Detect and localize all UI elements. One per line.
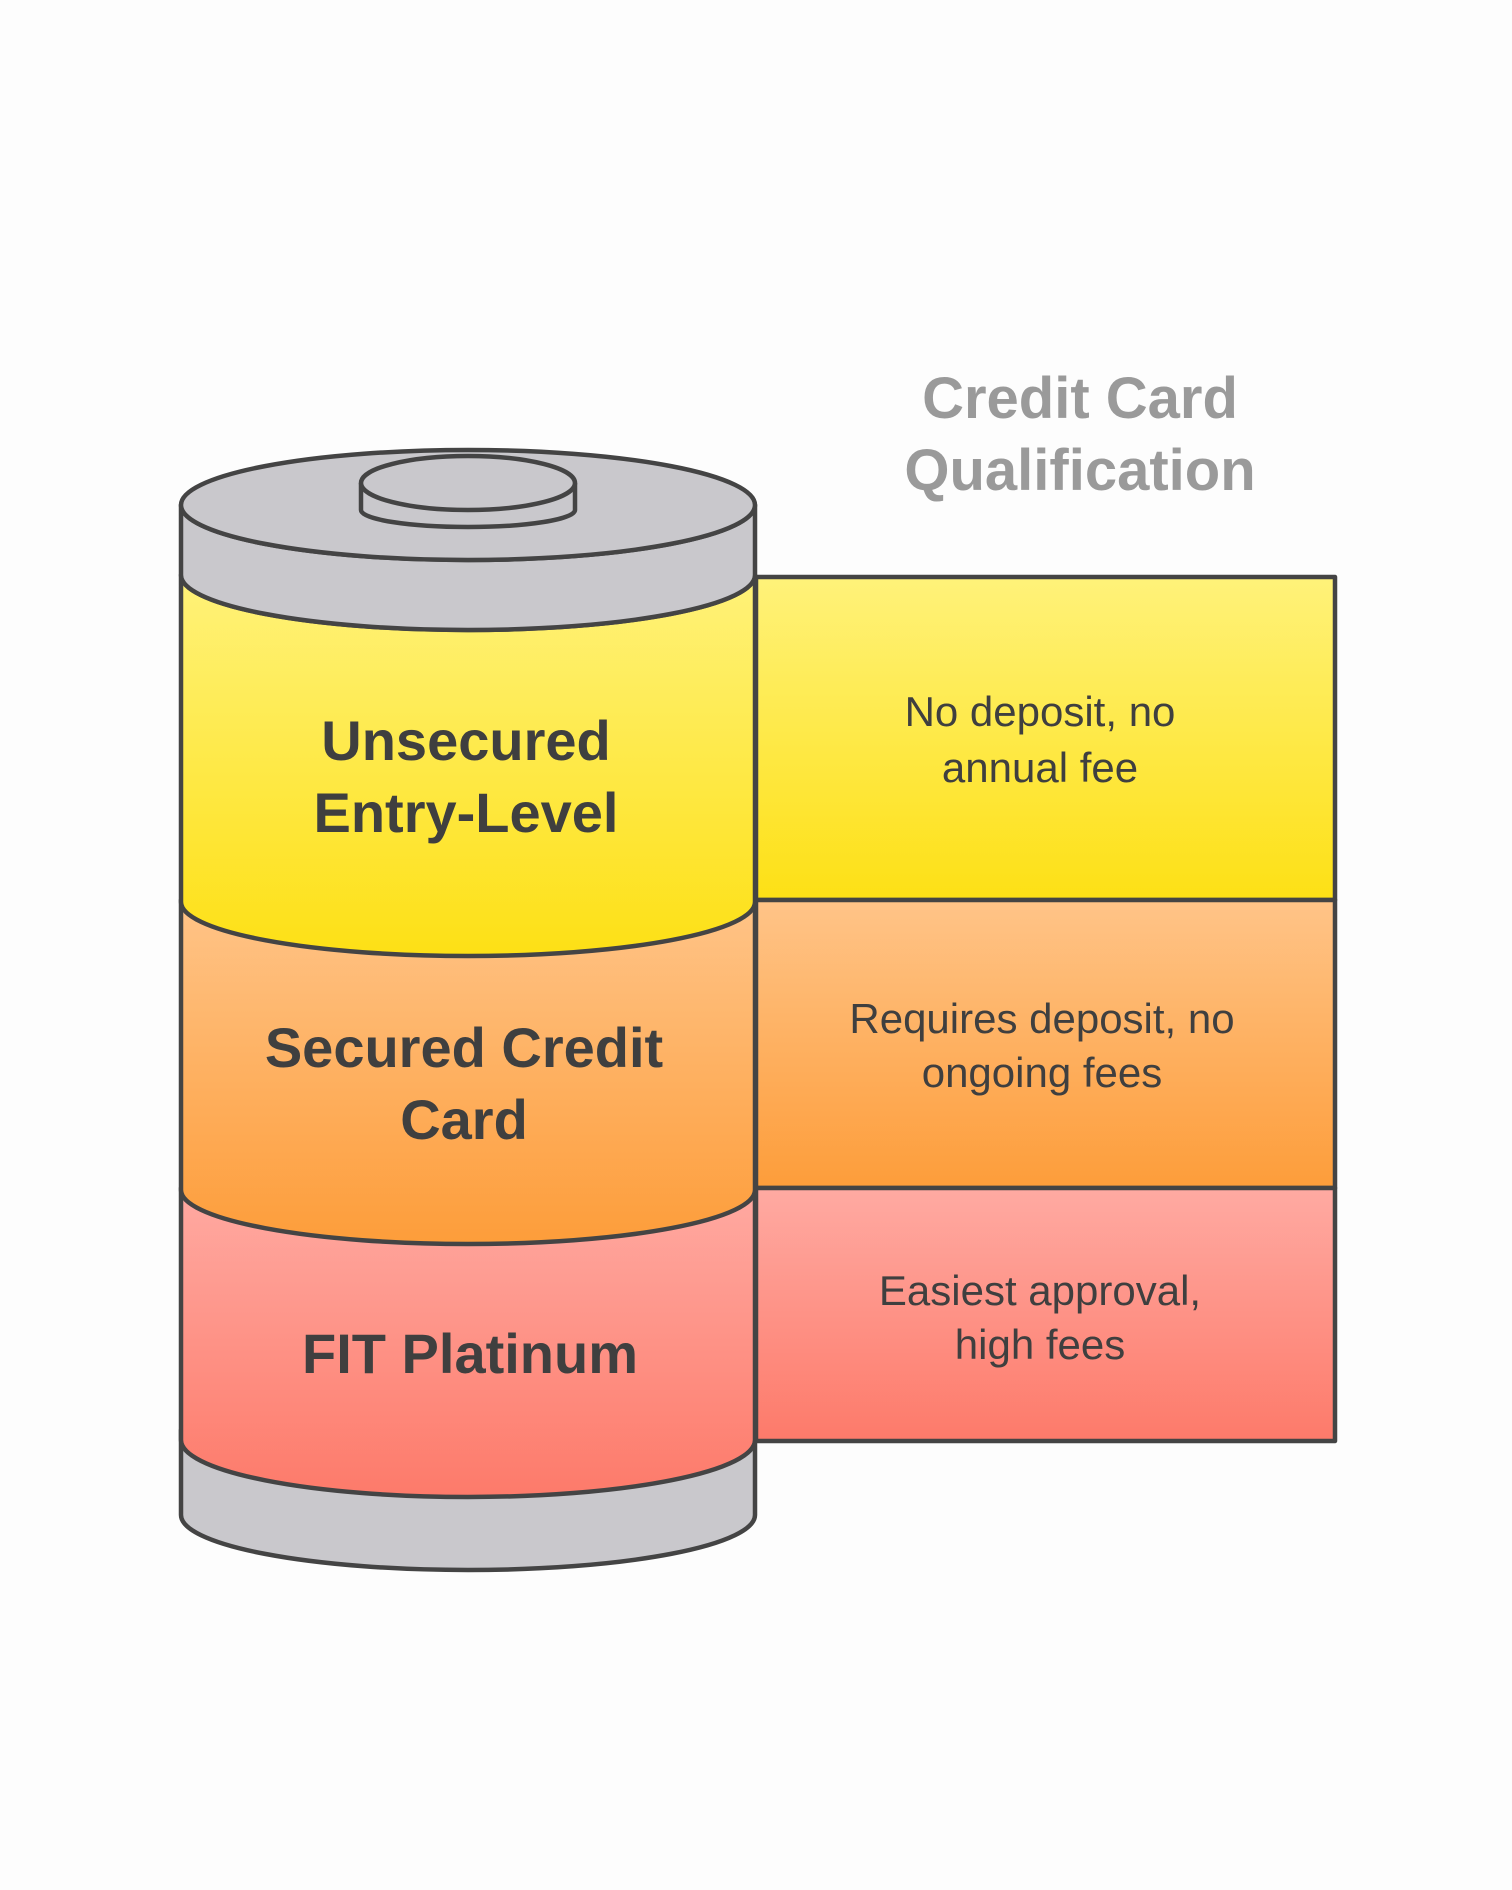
level-1-desc-line-1: No deposit, no bbox=[905, 688, 1176, 735]
level-1-desc-line-2: annual fee bbox=[942, 744, 1138, 791]
level-3-name: FIT Platinum bbox=[302, 1322, 638, 1385]
desc-panel-secured bbox=[753, 897, 1338, 1191]
title-line-1: Credit Card bbox=[922, 366, 1238, 431]
level-2-name-line-1: Secured Credit bbox=[265, 1016, 663, 1079]
level-3-desc-line-1: Easiest approval, bbox=[879, 1267, 1201, 1314]
diagram-title: Credit Card Qualification bbox=[904, 366, 1255, 503]
description-panels bbox=[753, 574, 1338, 1444]
battery-terminal-top bbox=[358, 453, 578, 513]
desc-panel-fit-platinum bbox=[753, 1185, 1338, 1444]
description-texts: No deposit, no annual fee Requires depos… bbox=[849, 688, 1234, 1368]
title-line-2: Qualification bbox=[904, 438, 1255, 503]
level-2-desc-line-1: Requires deposit, no bbox=[849, 995, 1234, 1042]
battery bbox=[178, 447, 758, 1573]
level-3-desc-line-2: high fees bbox=[955, 1321, 1125, 1368]
level-1-name-line-1: Unsecured bbox=[321, 709, 610, 772]
desc-panel-unsecured bbox=[753, 574, 1338, 903]
level-1-name-line-2: Entry-Level bbox=[314, 781, 619, 844]
battery-labels: Unsecured Entry-Level Secured Credit Car… bbox=[265, 709, 663, 1385]
level-2-desc-line-2: ongoing fees bbox=[922, 1049, 1163, 1096]
level-2-name-line-2: Card bbox=[400, 1088, 528, 1151]
